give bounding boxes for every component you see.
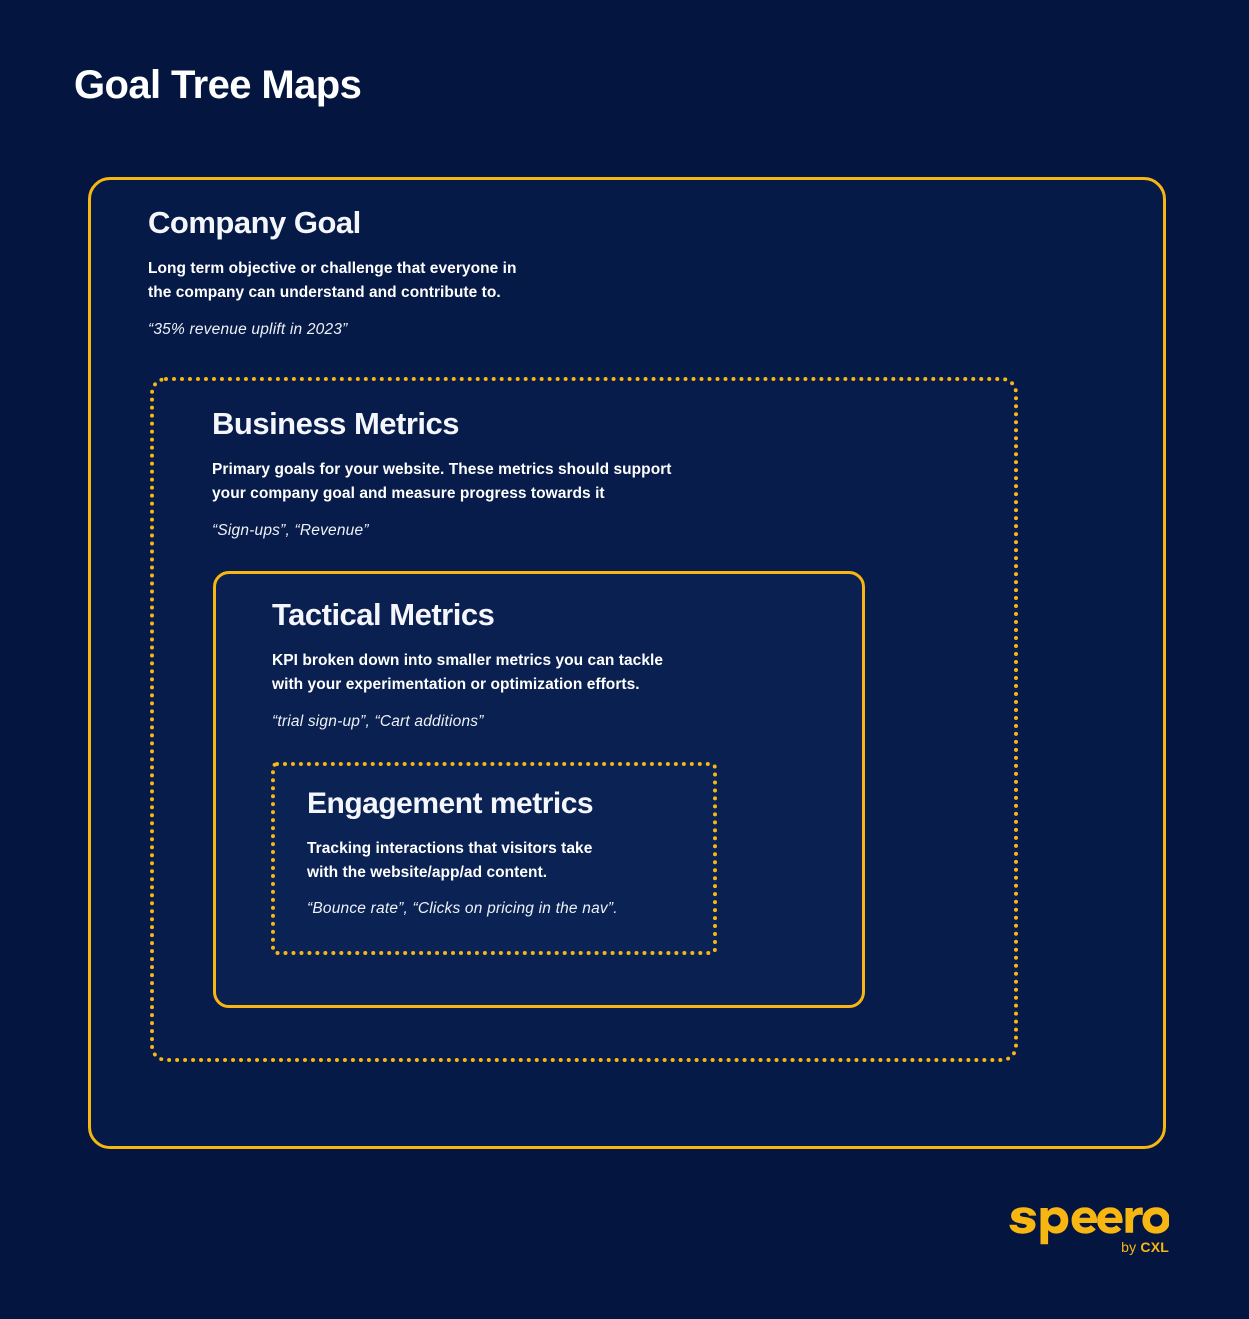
tactical-metrics-description-line2: with your experimentation or optimizatio… (272, 676, 640, 694)
engagement-metrics-description: Tracking interactions that visitors take… (307, 837, 618, 886)
tactical-metrics-description: KPI broken down into smaller metrics you… (272, 649, 663, 698)
speero-wordmark-icon (1009, 1207, 1169, 1245)
business-metrics-description-line1: Primary goals for your website. These me… (212, 460, 672, 478)
company-goal-description-line1: Long term objective or challenge that ev… (148, 259, 517, 277)
engagement-metrics-example: “Bounce rate”, “Clicks on pricing in the… (307, 900, 618, 918)
business-metrics-description: Primary goals for your website. These me… (212, 458, 672, 507)
business-metrics-heading: Business Metrics (212, 406, 459, 441)
tactical-metrics-example: “trial sign-up”, “Cart additions” (272, 712, 484, 730)
logo-byline: by CXL (1121, 1239, 1169, 1255)
business-metrics-example: “Sign-ups”, “Revenue” (212, 521, 369, 539)
logo-byline-brand: CXL (1140, 1239, 1169, 1255)
company-goal-description-line2: the company can understand and contribut… (148, 284, 501, 302)
engagement-metrics-description-line1: Tracking interactions that visitors take (307, 839, 593, 857)
company-goal-box: Company Goal Long term objective or chal… (88, 177, 1166, 1149)
company-goal-description: Long term objective or challenge that ev… (148, 257, 517, 306)
tactical-metrics-description-line1: KPI broken down into smaller metrics you… (272, 651, 664, 669)
engagement-metrics-box: Engagement metrics Tracking interactions… (271, 762, 717, 955)
engagement-metrics-content: Engagement metrics Tracking interactions… (307, 788, 618, 920)
tactical-metrics-content: Tactical Metrics KPI broken down into sm… (272, 597, 663, 732)
logo-byline-prefix: by (1121, 1239, 1141, 1255)
business-metrics-description-line2: your company goal and measure progress t… (212, 485, 605, 503)
engagement-metrics-description-line2: with the website/app/ad content. (307, 863, 548, 881)
engagement-metrics-heading: Engagement metrics (307, 787, 594, 820)
company-goal-example: “35% revenue uplift in 2023” (148, 320, 348, 338)
tactical-metrics-box: Tactical Metrics KPI broken down into sm… (213, 571, 865, 1008)
company-goal-heading: Company Goal (148, 205, 361, 240)
speero-logo: by CXL (1009, 1199, 1169, 1261)
tactical-metrics-heading: Tactical Metrics (272, 597, 495, 632)
page-title: Goal Tree Maps (74, 63, 362, 107)
business-metrics-content: Business Metrics Primary goals for your … (212, 406, 672, 541)
company-goal-content: Company Goal Long term objective or chal… (148, 205, 517, 340)
business-metrics-box: Business Metrics Primary goals for your … (150, 377, 1018, 1062)
